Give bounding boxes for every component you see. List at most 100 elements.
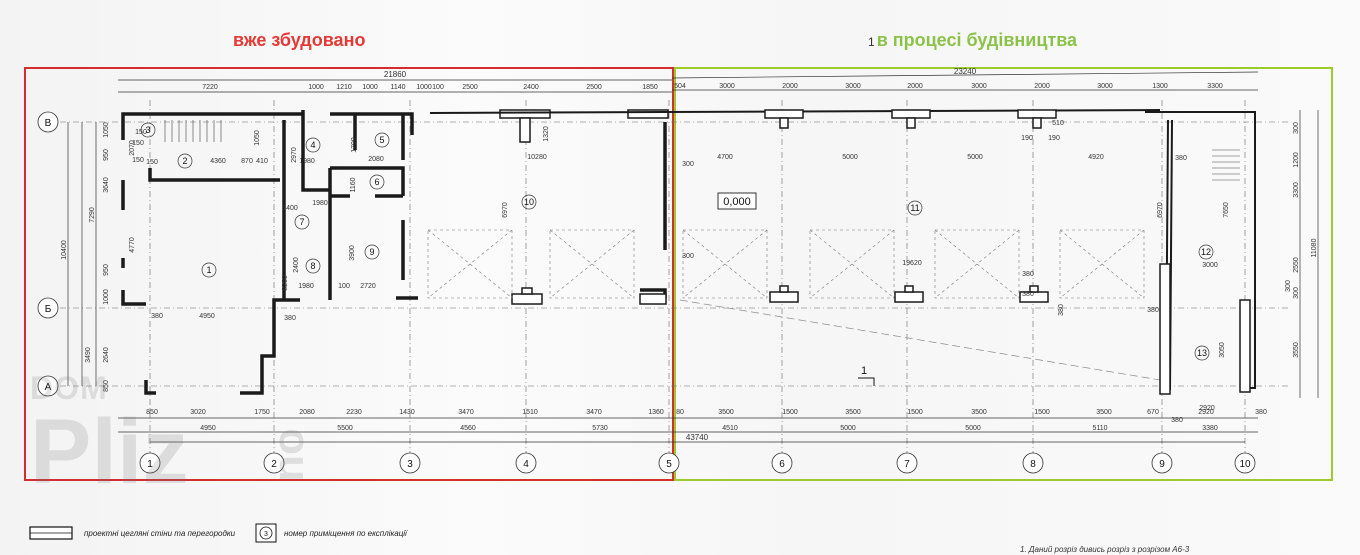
level-mark: 0,000: [723, 196, 751, 208]
dim-bottom2-7: 5110: [1092, 425, 1107, 432]
room-number-1: 1: [206, 265, 211, 275]
dim-internal-9: 2080: [368, 156, 384, 163]
room-circle-4: [305, 137, 321, 153]
dim-bottom1-9: 1360: [648, 409, 664, 416]
dim-left-inner-5: 4770: [129, 237, 136, 253]
stairs: [164, 120, 1240, 181]
axis-label-2: 2: [271, 459, 277, 470]
dim-internal-24: 380: [284, 315, 296, 322]
room-number-3: 3: [145, 125, 150, 135]
axis-marker-9: [1151, 452, 1173, 474]
dim-internal-32: 380: [1175, 155, 1187, 162]
dim-right-5: 300: [1293, 287, 1300, 299]
dim-top-new-5: 3000: [971, 83, 987, 90]
room-number-11: 11: [910, 203, 919, 213]
axis-marker-6: [771, 452, 793, 474]
axis-marker-7: [896, 452, 918, 474]
dim-right-2: 2550: [1293, 257, 1300, 273]
dim-top-built-7: 2500: [462, 84, 478, 91]
legend-room-text: номер приміщення по експлікації: [284, 529, 408, 538]
dim-bottom2-2: 4560: [460, 425, 476, 432]
axis-marker-2: [263, 452, 285, 474]
total-dim: 43740: [686, 433, 709, 442]
dim-internal-3: 4360: [210, 158, 226, 165]
axis-label-6: 6: [779, 459, 785, 470]
section-arrow: [858, 377, 875, 386]
section-line: [679, 299, 1161, 381]
dim-right-1: 3300: [1293, 182, 1300, 198]
dim-bottom1-10: 80: [676, 409, 684, 416]
dim-bottom1-7: 1510: [522, 409, 538, 416]
dim-bottom1-16: 1500: [1034, 409, 1050, 416]
axis-marker-letter-0: [37, 111, 59, 133]
dim-top-built-6: 100: [432, 84, 444, 91]
axis-label-5: 5: [666, 459, 672, 470]
dim-top-built-2: 1210: [336, 84, 352, 91]
columns-new: [764, 109, 1251, 395]
axis-letter-0: В: [45, 118, 52, 129]
room-number-13: 13: [1197, 348, 1207, 358]
dim-internal-12: 1980: [312, 200, 328, 207]
room-number-6: 6: [374, 177, 379, 187]
room-number-7: 7: [299, 217, 304, 227]
in-progress-text: в процесі будівництва: [876, 30, 1078, 50]
dim-top-new-1: 3000: [719, 83, 735, 90]
dim-left-inner-4: 3640: [103, 177, 110, 193]
dim-internal-36: 510: [1052, 120, 1064, 127]
room-circle-2: [177, 153, 193, 169]
dim-top-built-10: 1850: [642, 84, 658, 91]
dim-left-inner-0: 7290: [89, 207, 96, 223]
dim-left-outer-0: 10400: [61, 240, 68, 260]
dim-right-8: 3000: [1202, 262, 1218, 269]
axis-marker-4: [515, 452, 537, 474]
level-box: [717, 192, 757, 210]
skylights: [427, 229, 1145, 299]
axis-label-7: 7: [904, 459, 910, 470]
dim-bottom1-13: 3500: [845, 409, 861, 416]
axis-label-3: 3: [407, 459, 413, 470]
dim-bottom1-2: 1750: [254, 409, 270, 416]
room-circle-5: [374, 132, 390, 148]
axis-marker-5: [658, 452, 680, 474]
dim-internal-21: 6970: [502, 202, 509, 218]
dim-top-new-3: 3000: [845, 83, 861, 90]
dim-internal-5: 410: [256, 158, 268, 165]
walls-built: [121, 110, 667, 395]
dim-internal-17: 1980: [298, 283, 314, 290]
dim-top-new-7: 3000: [1097, 83, 1113, 90]
axis-label-10: 10: [1239, 459, 1251, 470]
dim-right-7: 7650: [1223, 202, 1230, 218]
dim-bottom2-5: 5000: [840, 425, 856, 432]
legend-room-number: 3: [264, 531, 268, 538]
dim-bottom2-0: 4950: [200, 425, 216, 432]
axis-letter-2: А: [45, 382, 52, 393]
room-circle-13: [1194, 345, 1210, 361]
room-number-2: 2: [182, 156, 187, 166]
dim-internal-34: 190: [1021, 135, 1033, 142]
dim-internal-25: 1320: [543, 126, 550, 142]
dim-top-built-9: 2500: [586, 84, 602, 91]
dim-top-new-6: 2000: [1034, 83, 1050, 90]
room-number-5: 5: [379, 135, 384, 145]
room-number-12: 12: [1201, 247, 1211, 257]
dim-bottom1-14: 1500: [907, 409, 923, 416]
dim-internal-46: 150: [146, 159, 158, 166]
dim-bottom1-15: 3500: [971, 409, 987, 416]
room-number-9: 9: [369, 247, 374, 257]
dim-top-built-5: 1000: [416, 84, 432, 91]
section-mark: 1: [868, 35, 875, 49]
legend-walls-text: проектні цегляні стіни та перегородки: [84, 529, 236, 538]
walls-new: [429, 109, 1256, 391]
dim-top-built-0: 7220: [202, 84, 218, 91]
dim-bottom1-4: 2230: [346, 409, 362, 416]
axis-label-4: 4: [523, 459, 529, 470]
dim-bottom1-3: 2080: [299, 409, 315, 416]
built-label: вже збудовано: [233, 30, 366, 50]
dim-bottom1-12: 1500: [782, 409, 798, 416]
dimension-lines: [67, 71, 1319, 443]
